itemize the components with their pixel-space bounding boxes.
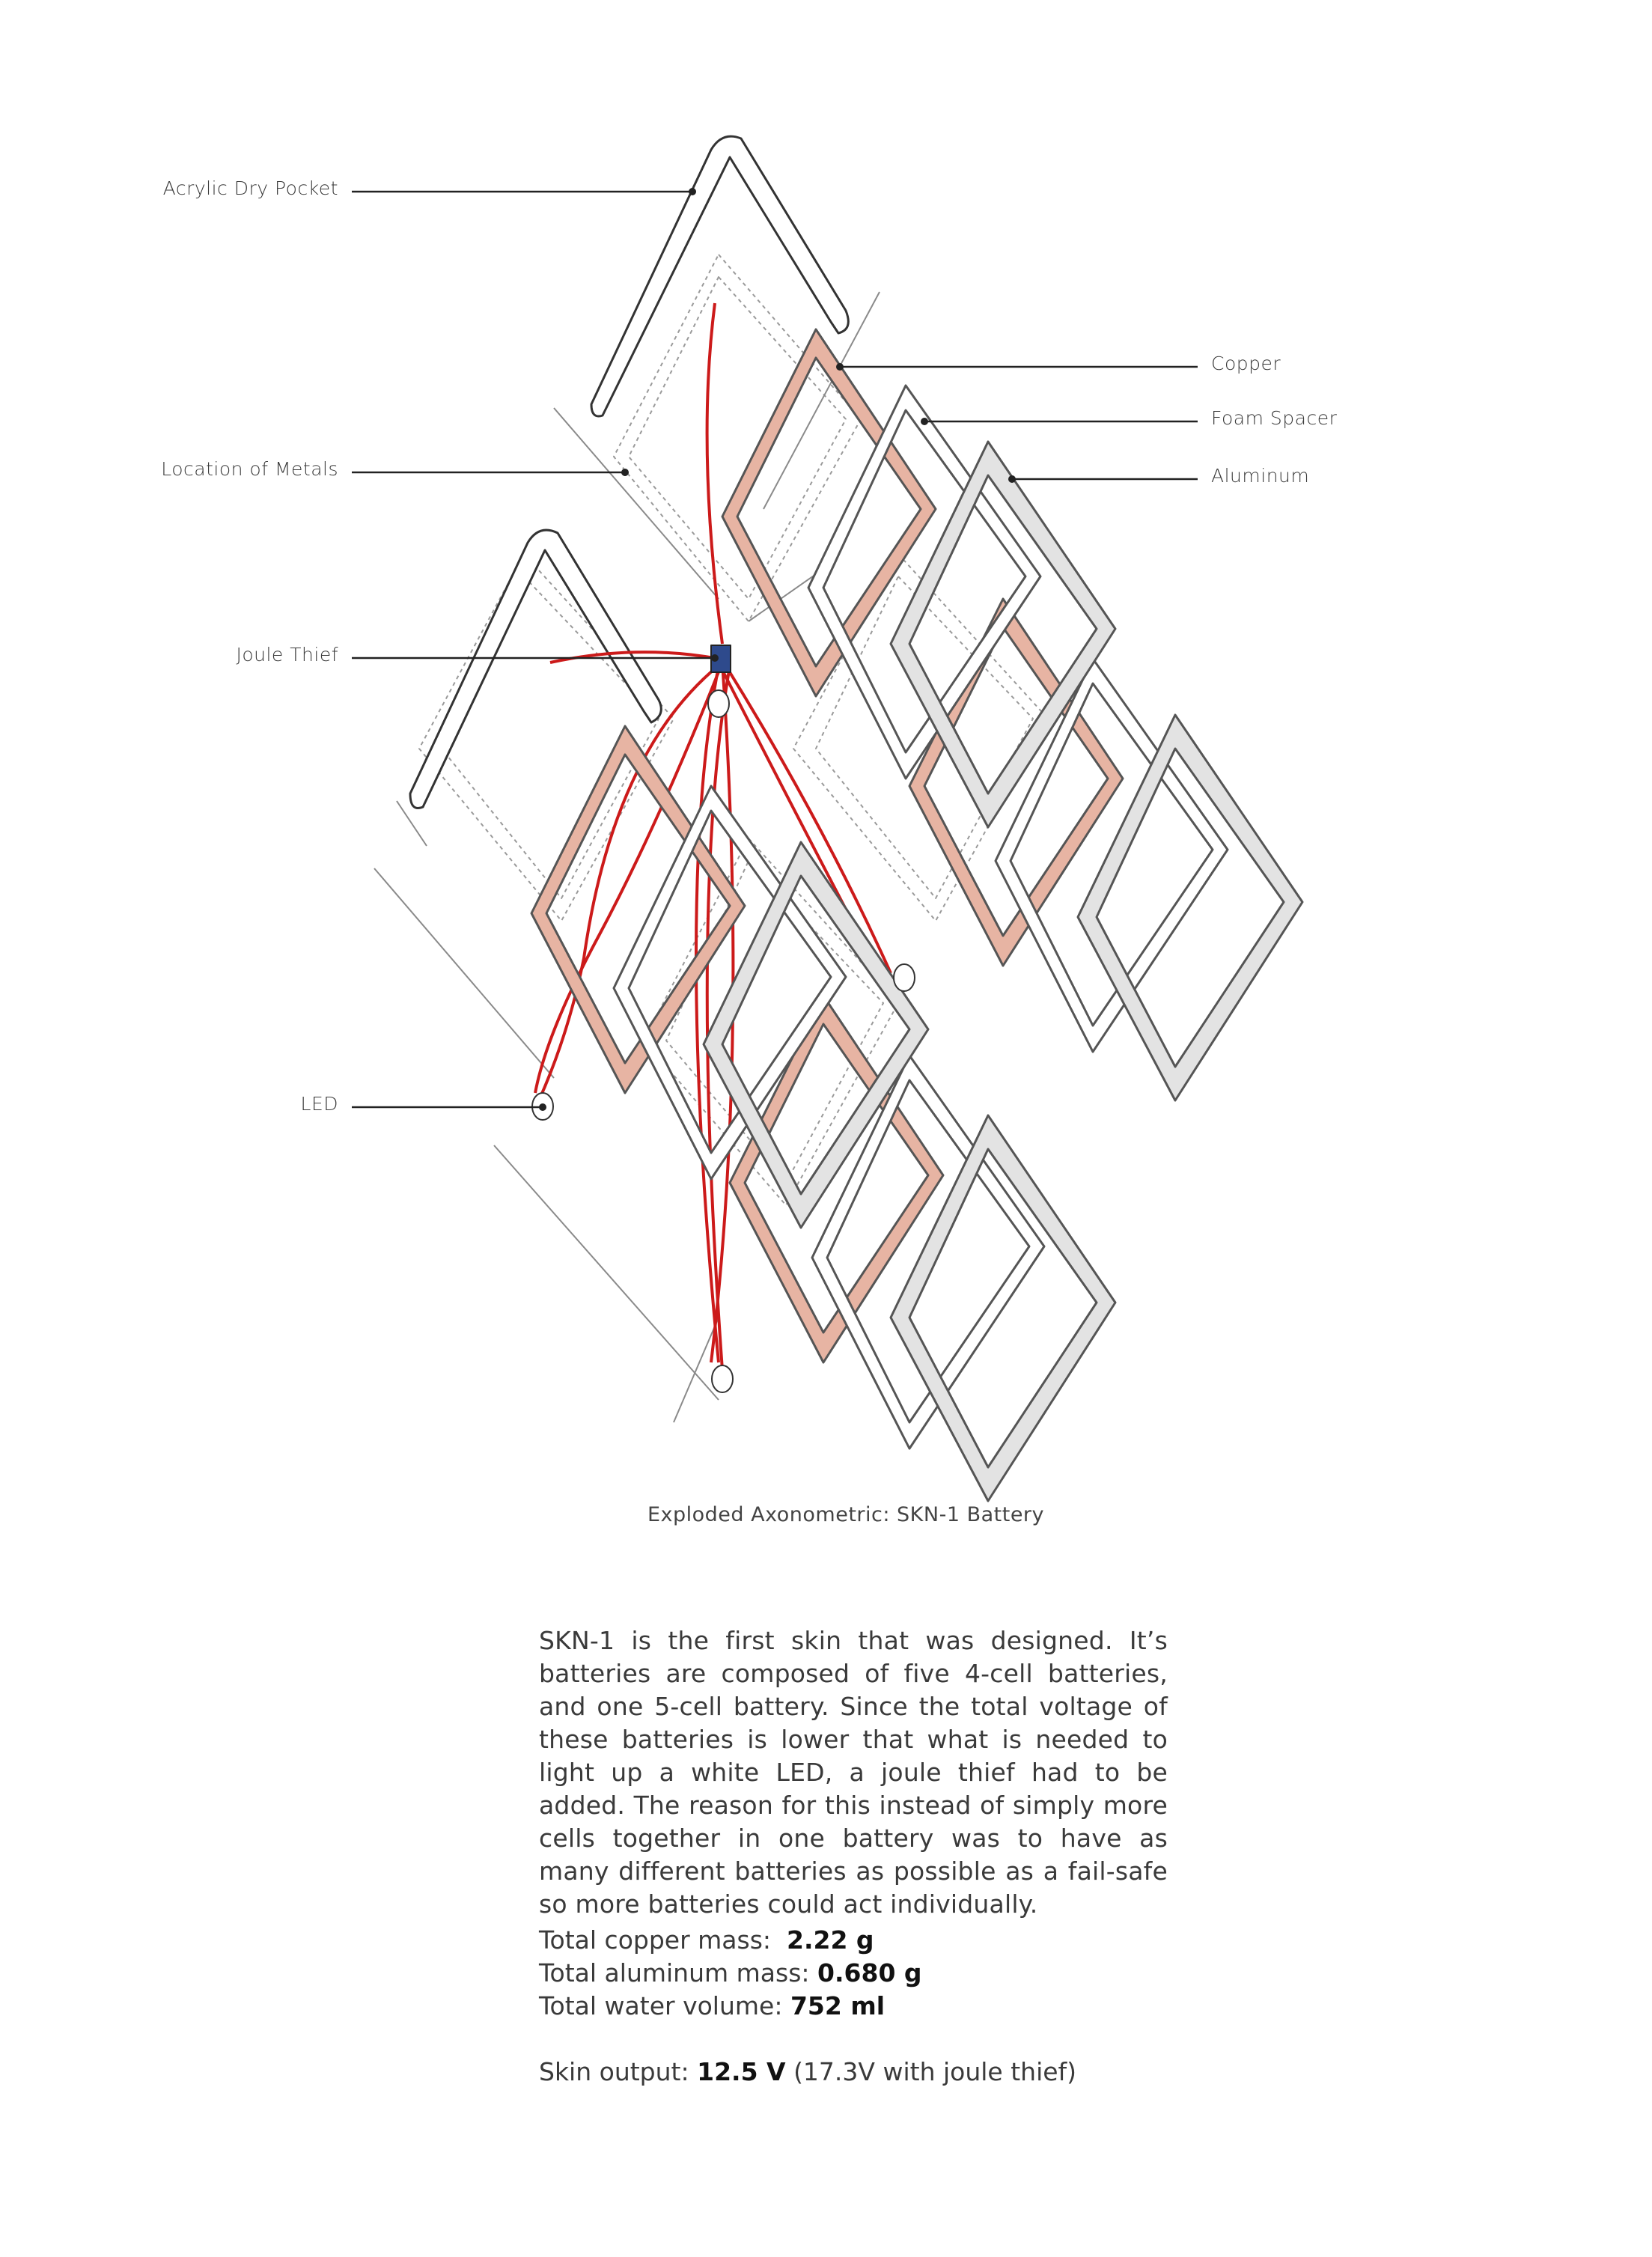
metal-location-outline xyxy=(628,276,847,600)
stat-output-note: (17.3V with joule thief) xyxy=(793,2057,1077,2086)
foam-spacer-frames xyxy=(612,384,1229,1450)
callout-leaders xyxy=(352,190,1198,1109)
stat-copper-label: Total copper mass: xyxy=(539,1925,772,1955)
wire xyxy=(725,665,892,974)
stat-water: Total water volume: 752 ml xyxy=(539,1990,885,2023)
stat-water-label: Total water volume: xyxy=(539,1991,783,2020)
label-led: LED xyxy=(300,1093,338,1115)
acrylic-dry-pockets xyxy=(409,135,850,809)
construction-lines xyxy=(374,291,880,1423)
led-bulb xyxy=(711,1365,734,1393)
label-joule-thief: Joule Thief xyxy=(236,644,338,665)
label-aluminum: Aluminum xyxy=(1211,465,1310,487)
diagram-caption: Exploded Axonometric: SKN-1 Battery xyxy=(647,1503,1045,1526)
foam-spacer-frame xyxy=(811,1054,1046,1450)
aluminum-frame xyxy=(889,440,1117,829)
aluminum-frame xyxy=(889,1114,1117,1502)
led-bulb xyxy=(707,689,730,718)
aluminum-frame xyxy=(1076,713,1304,1102)
foam-spacer-frame xyxy=(807,384,1042,780)
stat-copper-value: 2.22 g xyxy=(787,1925,874,1955)
foam-spacer-frame xyxy=(994,657,1229,1053)
stat-aluminum-value: 0.680 g xyxy=(817,1958,922,1988)
stat-water-value: 752 ml xyxy=(790,1991,886,2020)
wire xyxy=(534,662,724,1094)
foam-spacer-frame xyxy=(612,785,847,1181)
metal-location-outline xyxy=(815,576,1034,899)
stat-output: Skin output: 12.5 V (17.3V with joule th… xyxy=(539,2056,1076,2089)
stat-copper: Total copper mass: 2.22 g xyxy=(539,1924,874,1957)
copper-frame xyxy=(530,725,746,1094)
leader-dots xyxy=(539,188,1016,1111)
acrylic-dry-pocket xyxy=(409,529,662,809)
label-foam-spacer: Foam Spacer xyxy=(1211,407,1338,429)
metal-location-outline xyxy=(418,553,674,922)
aluminum-frames xyxy=(702,440,1304,1502)
exploded-axonometric-diagram xyxy=(352,135,1304,1502)
stat-output-label: Skin output: xyxy=(539,2057,689,2086)
stat-aluminum: Total aluminum mass: 0.680 g xyxy=(539,1957,922,1990)
stat-output-value: 12.5 V xyxy=(697,2057,786,2086)
label-location-of-metals: Location of Metals xyxy=(161,458,338,480)
wire xyxy=(705,302,724,645)
stat-aluminum-label: Total aluminum mass: xyxy=(539,1958,810,1988)
acrylic-dry-pocket xyxy=(590,135,850,418)
aluminum-frame xyxy=(702,841,930,1229)
led-bulb xyxy=(893,963,915,992)
metal-location-outline xyxy=(793,553,1049,922)
wire xyxy=(710,662,735,1363)
label-copper: Copper xyxy=(1211,353,1281,374)
copper-frame xyxy=(721,328,937,698)
label-acrylic-dry-pocket: Acrylic Dry Pocket xyxy=(162,177,338,199)
wire xyxy=(537,661,724,1101)
description-paragraph: SKN-1 is the first skin that was designe… xyxy=(539,1626,1168,1919)
metal-location-outline xyxy=(441,576,659,899)
